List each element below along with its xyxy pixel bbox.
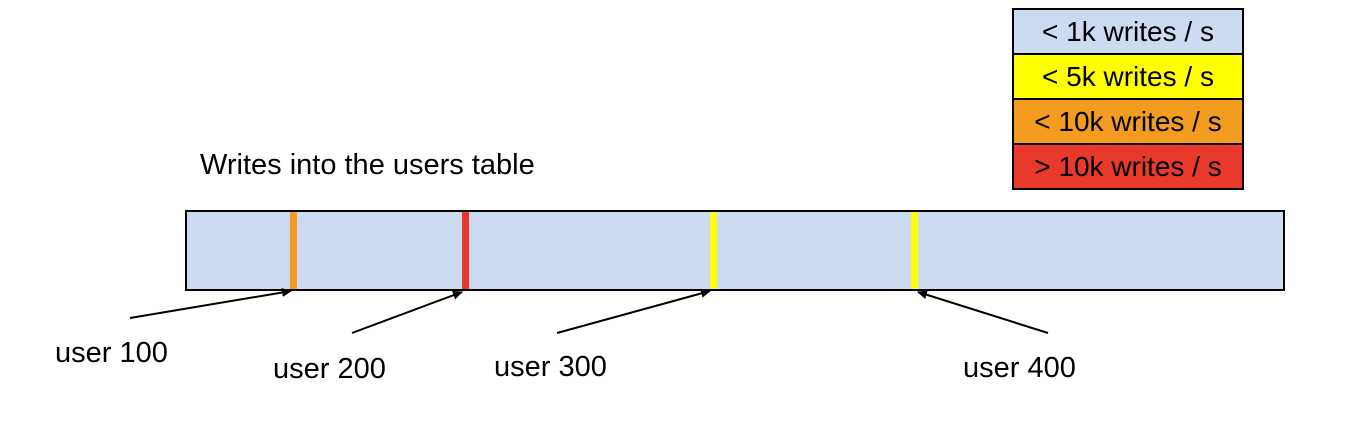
arrow-user-100 <box>129 288 292 319</box>
hot-write-stripe-user-100 <box>290 212 297 289</box>
label-user-400: user 400 <box>963 352 1076 384</box>
label-user-100: user 100 <box>55 337 168 369</box>
legend-item-lt-10k: < 10k writes / s <box>1012 98 1244 145</box>
legend-item-gt-10k: > 10k writes / s <box>1012 143 1244 190</box>
legend-item-lt-1k: < 1k writes / s <box>1012 8 1244 55</box>
hot-write-stripe-user-200 <box>462 212 469 289</box>
hot-write-stripe-user-300 <box>710 212 717 289</box>
arrow-user-200 <box>351 290 463 334</box>
legend-item-lt-5k: < 5k writes / s <box>1012 53 1244 100</box>
arrow-user-400 <box>917 290 1049 334</box>
users-table-bar <box>185 210 1285 291</box>
hot-write-stripe-user-400 <box>911 212 918 289</box>
label-user-300: user 300 <box>494 351 607 383</box>
diagram-title: Writes into the users table <box>200 149 535 181</box>
arrow-user-300 <box>556 289 711 334</box>
label-user-200: user 200 <box>273 353 386 385</box>
write-rate-legend: < 1k writes / s < 5k writes / s < 10k wr… <box>1012 8 1244 190</box>
